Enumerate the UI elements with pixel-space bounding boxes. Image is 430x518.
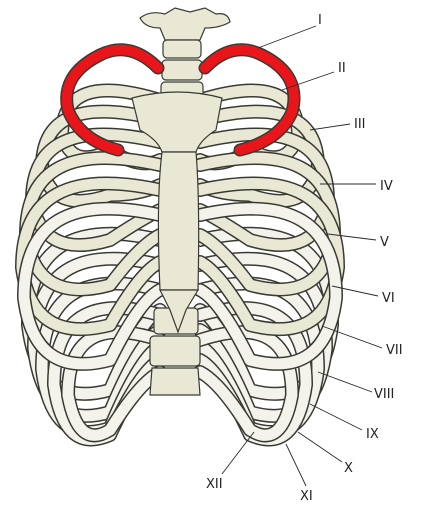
- first-rib-right: [200, 44, 299, 155]
- rib-12-right: [194, 326, 298, 441]
- rib-5-right: [194, 152, 340, 295]
- rib-7-left: [18, 203, 166, 370]
- rib-labels: I II III IV V VI VII VIII IX X XI XII: [206, 13, 403, 504]
- leader-line-9: [309, 403, 363, 431]
- leader-lines: [221, 25, 383, 487]
- leader-line-3: [309, 123, 351, 131]
- thoracic-vertebra-2: [162, 39, 202, 59]
- leader-line-8: [317, 371, 373, 393]
- rib-7-right: [194, 203, 342, 370]
- leader-line-2: [281, 71, 335, 91]
- lumbar-vertebra-2: [149, 335, 201, 367]
- rib-label-1: I: [318, 13, 322, 28]
- first-rib-left: [61, 44, 163, 155]
- rib-6-right: [194, 178, 344, 335]
- first-rib-pair: [60, 43, 301, 157]
- leader-line-11: [285, 443, 307, 487]
- thoracic-vertebra-1: [139, 7, 231, 41]
- leader-line-6: [331, 285, 379, 297]
- rib-label-5: V: [380, 235, 389, 250]
- vertebral-column: [139, 7, 231, 396]
- rib-label-3: III: [354, 117, 366, 132]
- thoracic-vertebra-3: [161, 59, 203, 81]
- xiphoid-process: [159, 289, 200, 334]
- leader-line-1: [257, 25, 317, 49]
- rib-label-6: VI: [382, 291, 395, 306]
- rib-label-11: XI: [300, 489, 313, 504]
- lumbar-vertebra-3: [149, 367, 201, 396]
- rib-label-2: II: [338, 61, 346, 76]
- rib-label-12: XII: [206, 477, 223, 492]
- rib-label-9: IX: [366, 427, 379, 442]
- rib-6-left: [16, 178, 166, 335]
- rib-label-8: VIII: [374, 387, 394, 402]
- rib-label-7: VII: [386, 343, 403, 358]
- manubrium: [131, 91, 223, 153]
- sternum-body: [157, 151, 200, 291]
- rib-5-left: [20, 152, 166, 295]
- sternum: [131, 91, 223, 334]
- rib-12-left: [62, 326, 166, 441]
- leader-line-5: [327, 233, 377, 241]
- rib-label-10: X: [344, 461, 353, 476]
- leader-line-12: [221, 431, 255, 475]
- rib-label-4: IV: [380, 179, 393, 194]
- leader-line-7: [321, 325, 383, 349]
- leader-line-10: [297, 431, 343, 463]
